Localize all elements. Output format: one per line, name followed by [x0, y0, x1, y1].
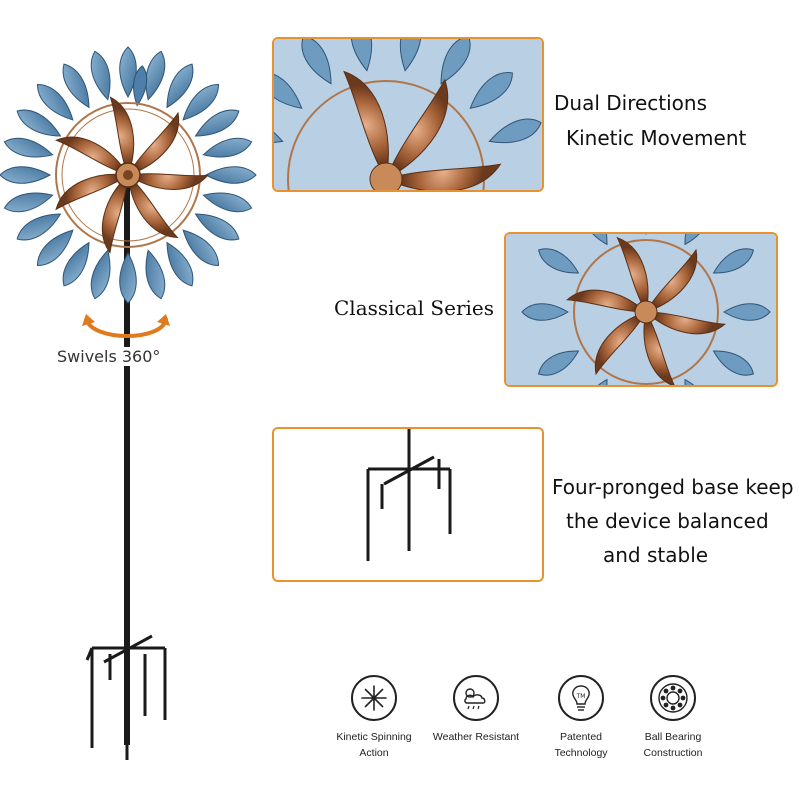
- four-prong-base: [85, 634, 167, 760]
- ball-bearing-icon: [650, 675, 696, 721]
- closeup-frame-classical: [504, 232, 778, 387]
- closeup-frame-dual: [272, 37, 544, 192]
- stake-pole: [124, 175, 130, 745]
- feature-weather-resistant: Weather Resistant: [428, 675, 524, 745]
- feature-label: Kinetic Spinning: [336, 731, 412, 743]
- dual-directions-line1: Dual Directions: [554, 91, 708, 115]
- feature-label: Construction: [643, 747, 703, 759]
- base-caption-line2: the device balanced: [566, 509, 769, 533]
- feature-label: Action: [359, 747, 389, 759]
- patented-technology-icon: TM: [558, 675, 604, 721]
- swivel-arrow-icon: [82, 314, 170, 338]
- base-caption-line1: Four-pronged base keep: [552, 475, 794, 499]
- weather-resistant-icon: [453, 675, 499, 721]
- closeup-frame-base: [272, 427, 544, 582]
- base-caption-line3: and stable: [603, 543, 709, 567]
- kinetic-spinning-icon: [351, 675, 397, 721]
- feature-label: Ball Bearing: [644, 731, 702, 743]
- feature-patented-technology: TM Patented Technology: [533, 675, 629, 761]
- feature-label: Patented Technology: [554, 731, 608, 759]
- svg-text:TM: TM: [576, 693, 586, 700]
- classical-series-caption: Classical Series: [334, 296, 495, 320]
- dual-directions-line2: Kinetic Movement: [566, 126, 747, 150]
- copper-swirl: [55, 96, 209, 254]
- wind-spinner-product: [0, 46, 257, 760]
- feature-label: Weather Resistant: [432, 731, 520, 743]
- outer-leaf-ring: [0, 46, 257, 304]
- swivel-caption: Swivels 360°: [54, 347, 164, 366]
